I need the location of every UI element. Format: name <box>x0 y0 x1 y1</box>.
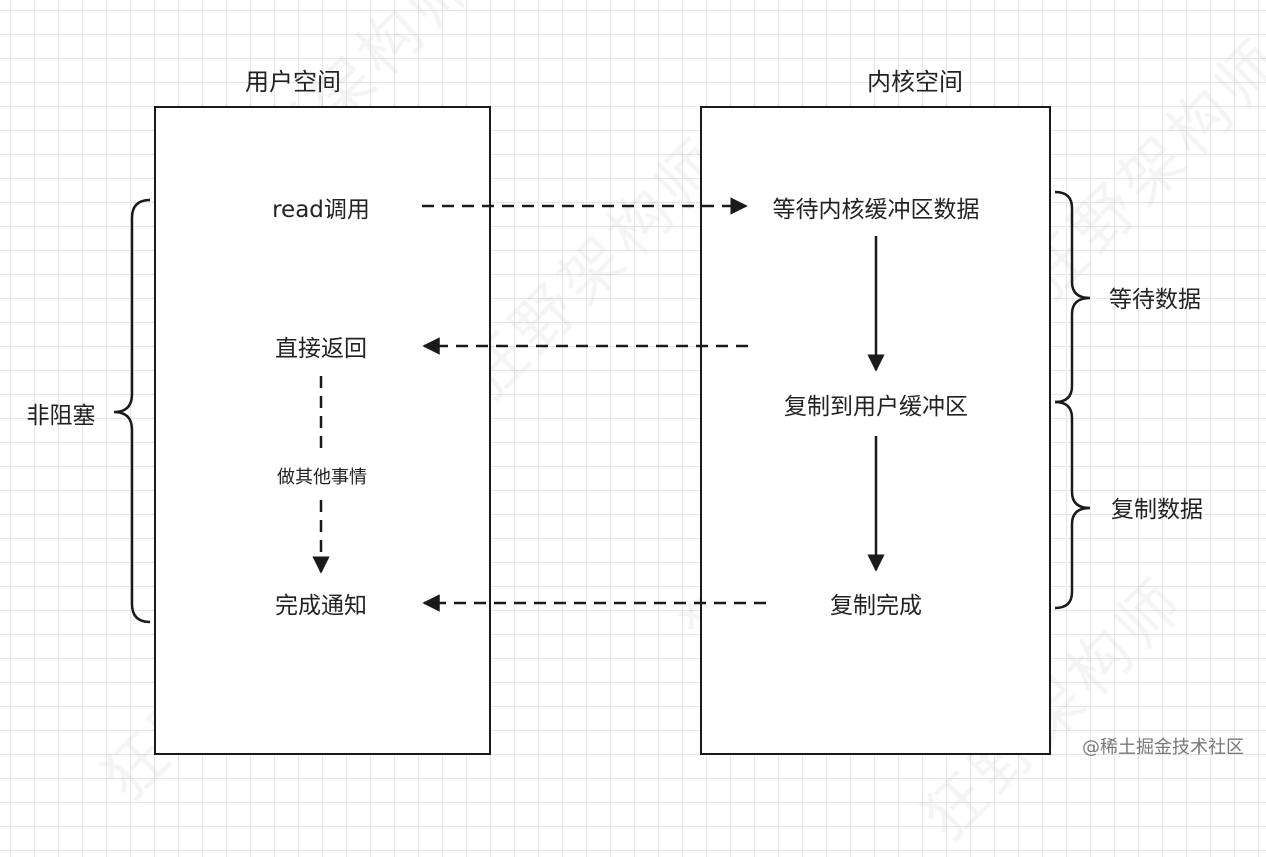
wait-data-label: 等待数据 <box>1109 287 1201 313</box>
kernel-space-title: 内核空间 <box>867 68 963 96</box>
footer-credit: @稀土掘金技术社区 <box>1082 737 1244 758</box>
user-space-box <box>154 106 491 755</box>
brace-copy-data <box>1054 400 1091 610</box>
read-call-label: read调用 <box>272 197 370 223</box>
copy-to-user-buffer-label: 复制到用户缓冲区 <box>784 394 968 420</box>
brace-wait-data <box>1054 190 1091 404</box>
wait-kernel-buffer-label: 等待内核缓冲区数据 <box>772 197 980 223</box>
user-space-title: 用户空间 <box>245 68 341 96</box>
do-other-label: 做其他事情 <box>277 467 367 488</box>
kernel-space-box <box>700 106 1051 755</box>
direct-return-label: 直接返回 <box>275 336 367 362</box>
non-blocking-label: 非阻塞 <box>26 403 96 429</box>
brace-non-blocking <box>113 198 151 624</box>
copy-done-label: 复制完成 <box>830 593 922 619</box>
complete-notify-label: 完成通知 <box>275 593 367 619</box>
flow-arrows <box>113 190 1091 624</box>
copy-data-label: 复制数据 <box>1111 497 1203 523</box>
